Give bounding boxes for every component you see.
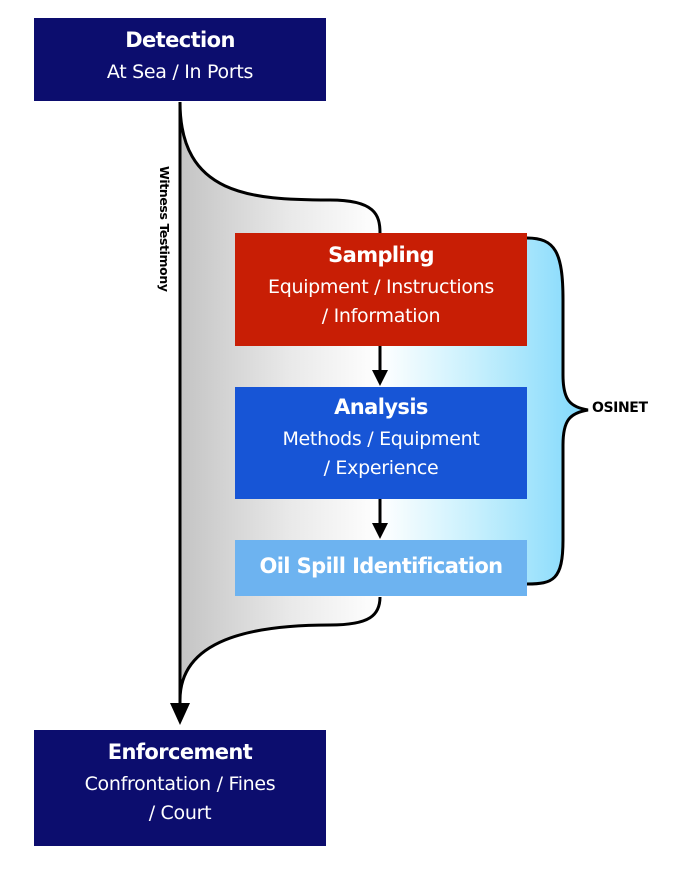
osinet-bracket-outline: [526, 236, 589, 586]
sampling-title: Sampling: [328, 243, 434, 267]
witness-testimony-label: Witness Testimony: [157, 166, 172, 292]
sampling-subtitle-line1: Equipment / Instructions: [267, 276, 494, 298]
identification-title: Oil Spill Identification: [259, 554, 503, 578]
analysis-box: Analysis Methods / Equipment / Experienc…: [235, 387, 527, 499]
detection-title: Detection: [125, 28, 235, 52]
detection-box: Detection At Sea / In Ports: [34, 18, 326, 101]
arrow-analysis-to-identification-head: [372, 523, 388, 539]
sampling-box: Sampling Equipment / Instructions / Info…: [235, 233, 527, 346]
analysis-subtitle-line1: Methods / Equipment: [282, 428, 480, 450]
arrow-sampling-to-analysis-head: [372, 370, 388, 386]
witness-funnel-outline: [178, 101, 382, 701]
identification-box: Oil Spill Identification: [235, 540, 527, 596]
analysis-subtitle-line2: / Experience: [323, 457, 439, 479]
sampling-subtitle-line2: / Information: [321, 305, 441, 327]
enforcement-subtitle-line2: / Court: [148, 802, 212, 824]
analysis-title: Analysis: [334, 395, 428, 419]
detection-subtitle: At Sea / In Ports: [106, 61, 254, 83]
enforcement-subtitle-line1: Confrontation / Fines: [84, 773, 276, 795]
enforcement-title: Enforcement: [107, 740, 253, 764]
witness-arrow-head: [170, 703, 190, 725]
enforcement-box: Enforcement Confrontation / Fines / Cour…: [34, 730, 326, 846]
osinet-label: OSINET: [592, 400, 648, 416]
